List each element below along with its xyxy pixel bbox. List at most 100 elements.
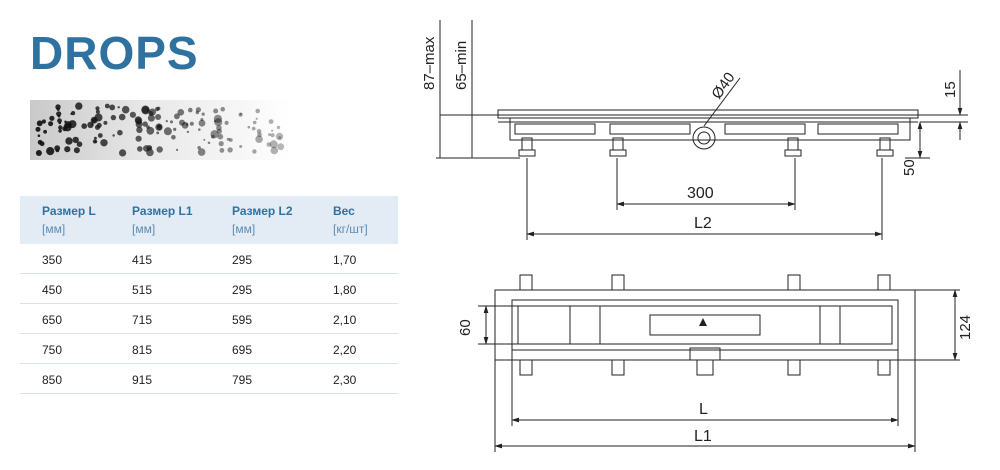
grate-hole xyxy=(213,114,222,123)
grate-hole xyxy=(92,139,97,144)
grate-hole xyxy=(65,137,73,145)
grate-hole xyxy=(49,115,55,121)
header-size-l: Размер L[мм] xyxy=(42,204,96,236)
grate-hole xyxy=(147,114,155,122)
grate-hole xyxy=(197,146,201,150)
grate-hole xyxy=(227,147,233,153)
grate-hole xyxy=(109,104,116,111)
grate-hole xyxy=(57,114,61,118)
grate-hole xyxy=(268,119,274,124)
grate-hole xyxy=(269,140,278,149)
grate-hole xyxy=(179,119,185,126)
grate-hole xyxy=(93,136,97,140)
dim-87-max: 87–max xyxy=(421,36,438,90)
grate-hole xyxy=(48,121,54,127)
grate-hole xyxy=(277,143,285,151)
grate-hole xyxy=(210,130,219,139)
grate-hole xyxy=(219,148,225,153)
grate-hole xyxy=(255,135,263,143)
grate-hole xyxy=(270,146,279,155)
grate-hole xyxy=(55,148,60,153)
grate-hole xyxy=(75,102,83,110)
grate-hole xyxy=(188,107,193,113)
grate-hole xyxy=(118,113,126,121)
grate-hole xyxy=(137,146,143,152)
grate-hole xyxy=(81,123,87,129)
grate-hole xyxy=(252,120,257,125)
grate-hole xyxy=(255,108,260,114)
grate-hole xyxy=(238,112,243,117)
grate-hole xyxy=(35,150,42,156)
grate-photo xyxy=(30,100,290,160)
grate-hole xyxy=(217,133,224,140)
grate-hole xyxy=(207,141,211,145)
grate-hole xyxy=(171,135,176,140)
grate-hole xyxy=(39,141,45,147)
grate-hole xyxy=(255,117,258,120)
grate-hole xyxy=(211,134,215,139)
grate-hole xyxy=(46,147,55,156)
grate-hole xyxy=(218,141,224,147)
grate-hole xyxy=(71,111,76,116)
dim-300: 300 xyxy=(687,185,714,202)
grate-hole xyxy=(41,119,46,124)
grate-hole xyxy=(239,145,243,148)
grate-hole xyxy=(177,109,185,116)
grate-hole xyxy=(201,112,205,116)
grate-hole xyxy=(185,123,189,126)
grate-hole xyxy=(149,146,152,149)
grate-hole xyxy=(95,106,100,111)
grate-hole xyxy=(197,148,206,156)
table-header: Размер L[мм] Размер L1[мм] Размер L2[мм]… xyxy=(20,196,398,244)
grate-hole xyxy=(189,121,194,126)
dim-L2: L2 xyxy=(694,215,712,232)
grate-hole xyxy=(121,105,130,114)
grate-hole xyxy=(239,113,242,116)
grate-hole xyxy=(226,137,230,141)
size-table: Размер L[мм] Размер L1[мм] Размер L2[мм]… xyxy=(20,196,398,394)
grate-hole xyxy=(56,107,60,111)
grate-hole xyxy=(87,121,94,129)
grate-hole xyxy=(174,113,180,120)
grate-hole xyxy=(156,124,163,131)
grate-hole xyxy=(203,138,206,141)
dim-60: 60 xyxy=(457,319,474,336)
top-view xyxy=(478,274,960,452)
grate-hole xyxy=(117,129,123,136)
grate-hole xyxy=(68,120,77,129)
grate-hole xyxy=(156,131,160,135)
grate-hole xyxy=(213,108,219,114)
grate-hole xyxy=(170,120,173,124)
grate-hole xyxy=(268,133,271,137)
dim-50: 50 xyxy=(901,159,918,176)
grate-hole xyxy=(95,109,100,114)
grate-hole xyxy=(62,126,67,132)
grate-hole xyxy=(252,149,257,154)
grate-hole xyxy=(266,142,272,147)
grate-hole xyxy=(36,120,43,127)
grate-hole xyxy=(135,120,143,128)
product-title: DROPS xyxy=(30,27,199,79)
grate-hole xyxy=(251,126,256,131)
technical-drawing: 87–max 65–min Ø40 15 50 300 L2 60 124 L … xyxy=(421,20,974,452)
grate-hole xyxy=(43,129,47,134)
grate-hole xyxy=(195,110,199,115)
grate-hole xyxy=(270,133,275,138)
header-weight: Вес[кг/шт] xyxy=(333,204,368,236)
grate-hole xyxy=(142,121,148,127)
grate-hole xyxy=(64,120,67,124)
grate-hole xyxy=(73,147,80,154)
grate-hole xyxy=(94,113,103,122)
grate-hole xyxy=(100,139,108,147)
grate-hole xyxy=(72,136,79,144)
grate-hole xyxy=(57,118,62,124)
side-view xyxy=(436,20,968,240)
dim-L: L xyxy=(699,401,708,418)
grate-hole xyxy=(35,126,41,132)
grate-hole xyxy=(276,125,281,130)
grate-hole xyxy=(165,120,168,123)
grate-hole xyxy=(97,133,103,138)
